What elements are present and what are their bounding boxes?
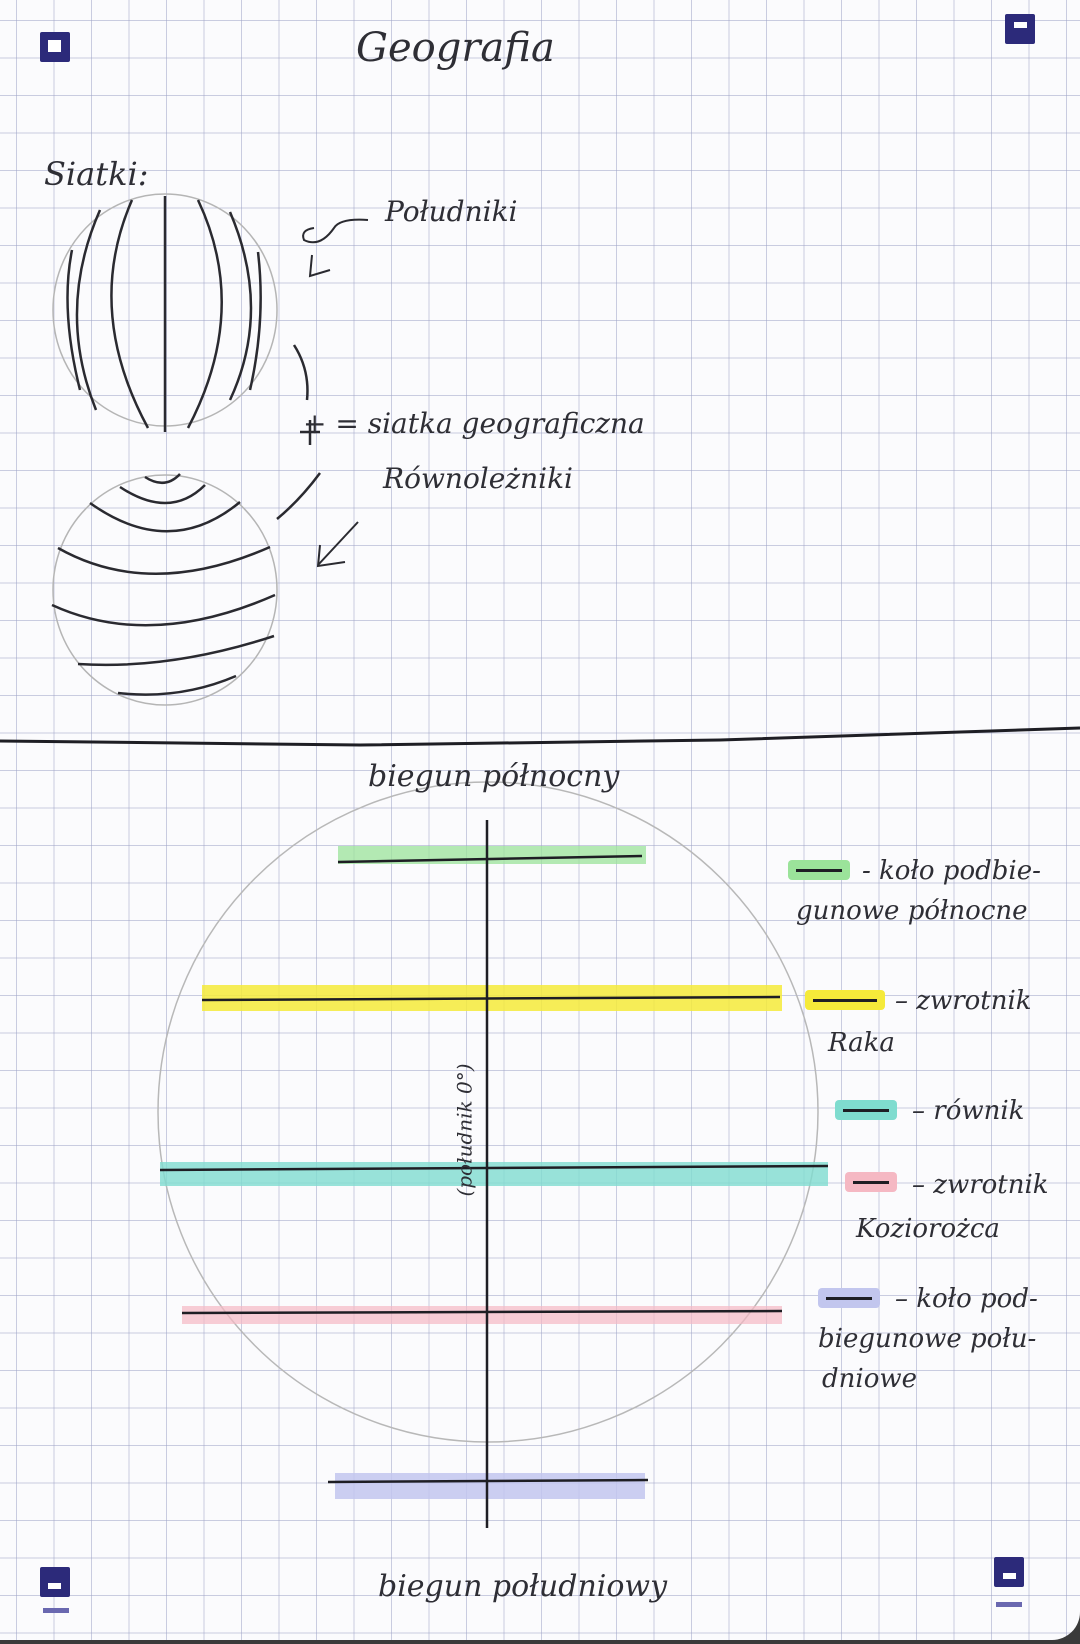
south-pole-label: biegun południowy [378,1569,668,1604]
corner-marker-top-right [1005,14,1035,44]
legend-swatch-lavender [818,1288,880,1308]
geographic-grid-equation: + = siatka geograficzna [303,407,645,440]
legend-swatch-pink [845,1172,897,1192]
grid-heading: Siatki: [44,155,149,193]
meridians-label: Południki [385,195,518,228]
section-divider [0,726,1080,747]
legend-label: – koło pod- [895,1284,1038,1314]
corner-marker-bottom-left [40,1567,70,1597]
legend-label: Raka [828,1028,895,1058]
prime-meridian-label: (południk 0°) [452,1063,477,1197]
legend-swatch-teal [835,1100,897,1120]
legend-swatch-green [788,860,850,880]
legend-label: Koziorożca [856,1214,1000,1244]
legend-label: – zwrotnik [895,986,1032,1016]
meridians-globe [52,193,278,432]
legend-swatch-yellow [805,990,885,1010]
legend-label: gunowe północne [796,896,1028,926]
earth-diagram [157,781,829,1528]
legend-label: – zwrotnik [912,1170,1049,1200]
north-pole-label: biegun północny [368,759,620,794]
parallels-label: Równoleżniki [383,462,573,495]
legend-label: - koło podbie- [862,856,1041,886]
legend-label: biegunowe połu- [818,1324,1037,1354]
corner-marker-top-left [40,32,70,62]
legend-label: dniowe [822,1364,917,1394]
legend-label: – równik [912,1096,1025,1126]
page-title: Geografia [356,25,555,71]
corner-marker-bottom-right [994,1557,1024,1587]
annotation-strokes [276,218,369,568]
parallels-globe [51,473,278,706]
corner-dash-bottom-left [43,1608,69,1613]
corner-dash-bottom-right [996,1602,1022,1607]
